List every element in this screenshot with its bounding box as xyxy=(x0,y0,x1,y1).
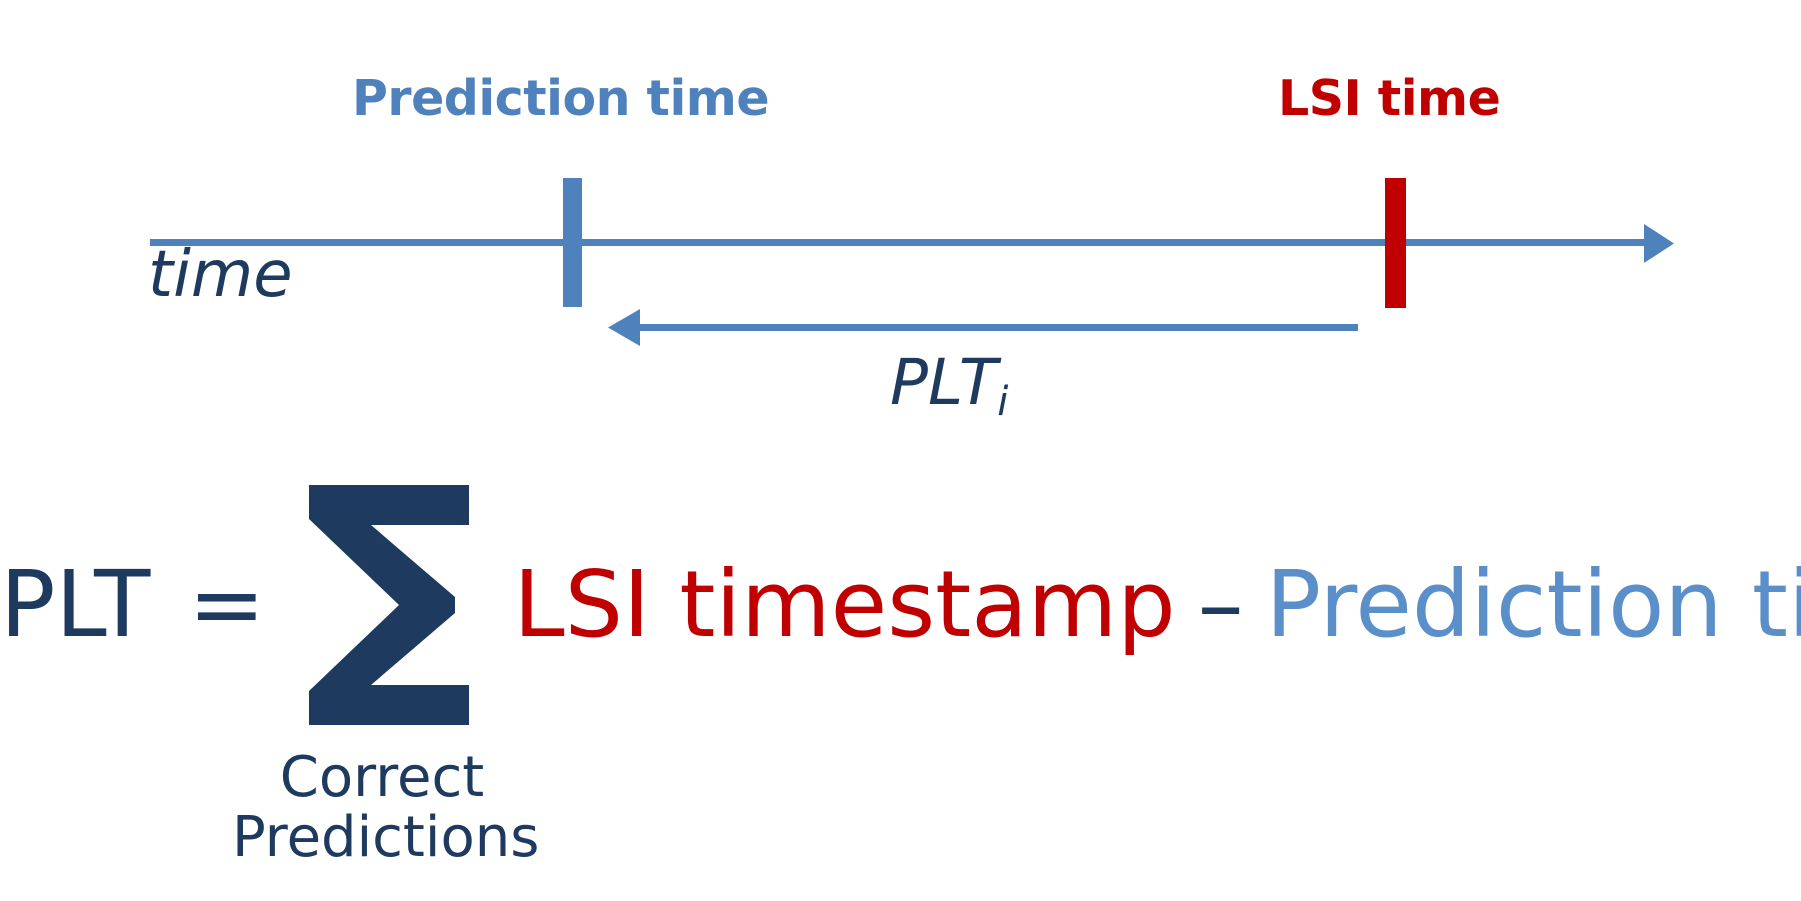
plt-interval-arrowhead-icon xyxy=(608,309,640,346)
prediction-time-tick xyxy=(563,178,582,307)
sigma-index-caption: Correct Predictions xyxy=(232,745,540,871)
sigma-glyph-icon xyxy=(309,485,470,725)
formula-sigma-symbol xyxy=(303,485,475,725)
sigma-caption-line-1: Correct xyxy=(279,745,485,810)
timeline-axis-group xyxy=(150,178,1674,346)
formula-lsi-timestamp-term: LSI timestamp xyxy=(513,551,1176,658)
plt-i-label-subscript: i xyxy=(997,379,1009,426)
plt-i-label-base: PLT xyxy=(890,346,998,419)
lsi-time-tick xyxy=(1385,178,1406,308)
time-axis-label: time xyxy=(148,238,293,312)
formula-prediction-time-term: Prediction time xyxy=(1265,551,1801,658)
formula-lhs-plt: PLT xyxy=(0,551,151,658)
formula-equals-sign: = xyxy=(188,551,266,658)
plt-i-label: PLTi xyxy=(890,351,1008,422)
sigma-caption-line-2: Predictions xyxy=(232,805,540,871)
time-axis-arrowhead-icon xyxy=(1644,224,1674,263)
prediction-time-label: Prediction time xyxy=(352,70,770,127)
formula-minus-operator: – xyxy=(1197,551,1244,658)
plt-formula: PLT = LSI timestamp – Prediction time xyxy=(0,455,1801,755)
lsi-time-label: LSI time xyxy=(1278,70,1501,127)
